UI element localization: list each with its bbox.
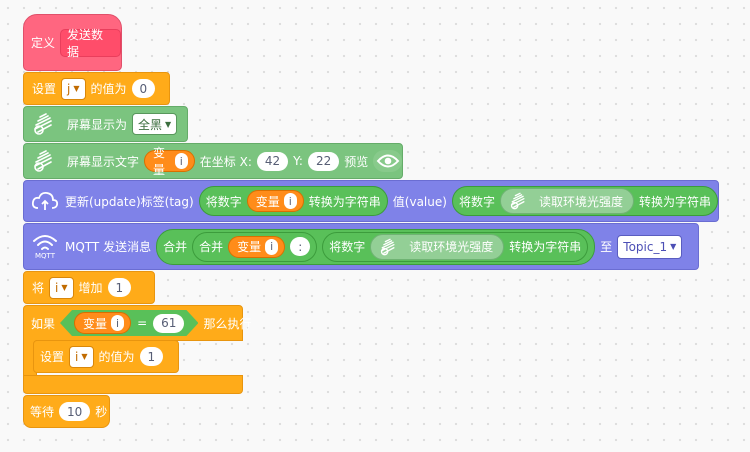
reporter-var: i bbox=[283, 193, 297, 209]
topic-option: Topic_1 bbox=[623, 239, 668, 254]
number-to-string-reporter[interactable]: 将数字 读取环境光强度 转换为字符串 bbox=[322, 231, 589, 262]
light-sensor-icon bbox=[377, 237, 403, 257]
num-to-str-label: 将数字 bbox=[329, 240, 366, 254]
then-label: 那么执行 bbox=[203, 316, 252, 331]
variable-dropdown-i[interactable]: i▼ bbox=[49, 276, 74, 299]
sensor-label: 读取环境光强度 bbox=[409, 240, 494, 254]
variable-name: i bbox=[55, 280, 59, 295]
variable-name: j bbox=[67, 81, 71, 96]
change-action-label: 增加 bbox=[78, 281, 103, 295]
value-label: 的值为 bbox=[98, 350, 135, 364]
mqtt-icon-text: MQTT bbox=[35, 251, 55, 260]
reporter-label: 变量 bbox=[255, 194, 280, 209]
screen-fill-dropdown[interactable]: 全黑▼ bbox=[132, 113, 178, 135]
caret-down-icon: ▼ bbox=[81, 352, 88, 361]
eye-icon[interactable] bbox=[373, 150, 402, 172]
reporter-label: 变量 bbox=[83, 316, 108, 331]
x-input[interactable]: 42 bbox=[256, 151, 289, 171]
reporter-var: i bbox=[265, 238, 279, 255]
light-sensor-icon bbox=[30, 148, 62, 174]
define-name[interactable]: 发送数据 bbox=[60, 28, 121, 59]
wait-block[interactable]: 等待 10 秒 bbox=[23, 395, 110, 428]
caret-down-icon: ▼ bbox=[670, 242, 677, 251]
caret-down-icon: ▼ bbox=[73, 84, 80, 93]
y-label: Y: bbox=[293, 154, 303, 168]
variable-reporter[interactable]: 变量 i bbox=[144, 146, 195, 177]
preview-label: 预览 bbox=[344, 154, 369, 169]
value-input[interactable]: 0 bbox=[131, 79, 156, 98]
value-label: 值(value) bbox=[392, 194, 447, 209]
wait-unit-label: 秒 bbox=[95, 405, 108, 419]
fill-option: 全黑 bbox=[138, 117, 163, 132]
coord-label: 在坐标 X: bbox=[199, 154, 252, 169]
wifi-icon: MQTT bbox=[30, 234, 60, 260]
variable-dropdown-j[interactable]: j▼ bbox=[61, 77, 86, 100]
reporter-label: 变量 bbox=[237, 240, 262, 254]
if-label: 如果 bbox=[31, 316, 56, 331]
define-block[interactable]: 定义 发送数据 bbox=[23, 14, 122, 71]
colon-input[interactable]: : bbox=[290, 237, 311, 256]
change-value-input[interactable]: 1 bbox=[107, 278, 132, 297]
num-to-str-label: 将数字 bbox=[458, 194, 495, 209]
screen-show-block[interactable]: 屏幕显示为 全黑▼ bbox=[23, 106, 188, 142]
variable-name: i bbox=[75, 349, 79, 364]
set-label: 设置 bbox=[40, 350, 65, 364]
reporter-label: 变量 bbox=[153, 146, 166, 177]
number-to-string-reporter[interactable]: 将数字 读取环境光强度 转换为字符串 bbox=[451, 186, 718, 216]
to-string-label: 转换为字符串 bbox=[638, 194, 711, 209]
screen-text-label: 屏幕显示文字 bbox=[67, 154, 140, 169]
to-label: 至 bbox=[600, 240, 613, 254]
join-label: 合并 bbox=[163, 240, 188, 254]
light-sensor-icon bbox=[507, 191, 533, 211]
light-sensor-reporter[interactable]: 读取环境光强度 bbox=[499, 188, 634, 214]
change-label: 将 bbox=[32, 281, 45, 295]
to-string-label: 转换为字符串 bbox=[509, 240, 582, 254]
join-label: 合并 bbox=[199, 240, 224, 254]
topic-dropdown[interactable]: Topic_1▼ bbox=[617, 234, 683, 259]
compare-value-input[interactable]: 61 bbox=[153, 314, 184, 333]
sensor-label: 读取环境光强度 bbox=[538, 194, 623, 209]
screen-show-label: 屏幕显示为 bbox=[67, 117, 128, 132]
value-label: 的值为 bbox=[90, 82, 127, 96]
y-input[interactable]: 22 bbox=[307, 151, 340, 171]
if-footer[interactable] bbox=[23, 375, 243, 394]
light-sensor-icon bbox=[30, 111, 62, 137]
reporter-var: i bbox=[111, 315, 124, 331]
reporter-var: i bbox=[174, 153, 188, 169]
screen-text-block[interactable]: 屏幕显示文字 变量 i 在坐标 X: 42 Y: 22 预览 bbox=[23, 143, 403, 179]
update-tag-label: 更新(update)标签(tag) bbox=[65, 194, 194, 209]
caret-down-icon: ▼ bbox=[61, 283, 68, 292]
cloud-upload-icon bbox=[30, 189, 60, 213]
wait-label: 等待 bbox=[30, 405, 55, 419]
equals-sign: = bbox=[137, 316, 148, 330]
light-sensor-reporter[interactable]: 读取环境光强度 bbox=[370, 233, 505, 260]
value-input[interactable]: 1 bbox=[139, 347, 164, 366]
variable-dropdown-i[interactable]: i▼ bbox=[69, 345, 94, 368]
set-label: 设置 bbox=[32, 82, 57, 96]
define-keyword: 定义 bbox=[31, 36, 56, 50]
wait-seconds-input[interactable]: 10 bbox=[59, 402, 91, 421]
caret-down-icon: ▼ bbox=[165, 119, 172, 129]
num-to-str-label: 将数字 bbox=[205, 194, 242, 209]
to-string-label: 转换为字符串 bbox=[308, 194, 381, 209]
change-i-block[interactable]: 将 i▼ 增加 1 bbox=[23, 271, 155, 304]
set-i-block[interactable]: 设置 i▼ 的值为 1 bbox=[33, 340, 179, 373]
mqtt-send-label: MQTT 发送消息 bbox=[65, 240, 152, 254]
set-j-block[interactable]: 设置 j▼ 的值为 0 bbox=[23, 72, 170, 105]
